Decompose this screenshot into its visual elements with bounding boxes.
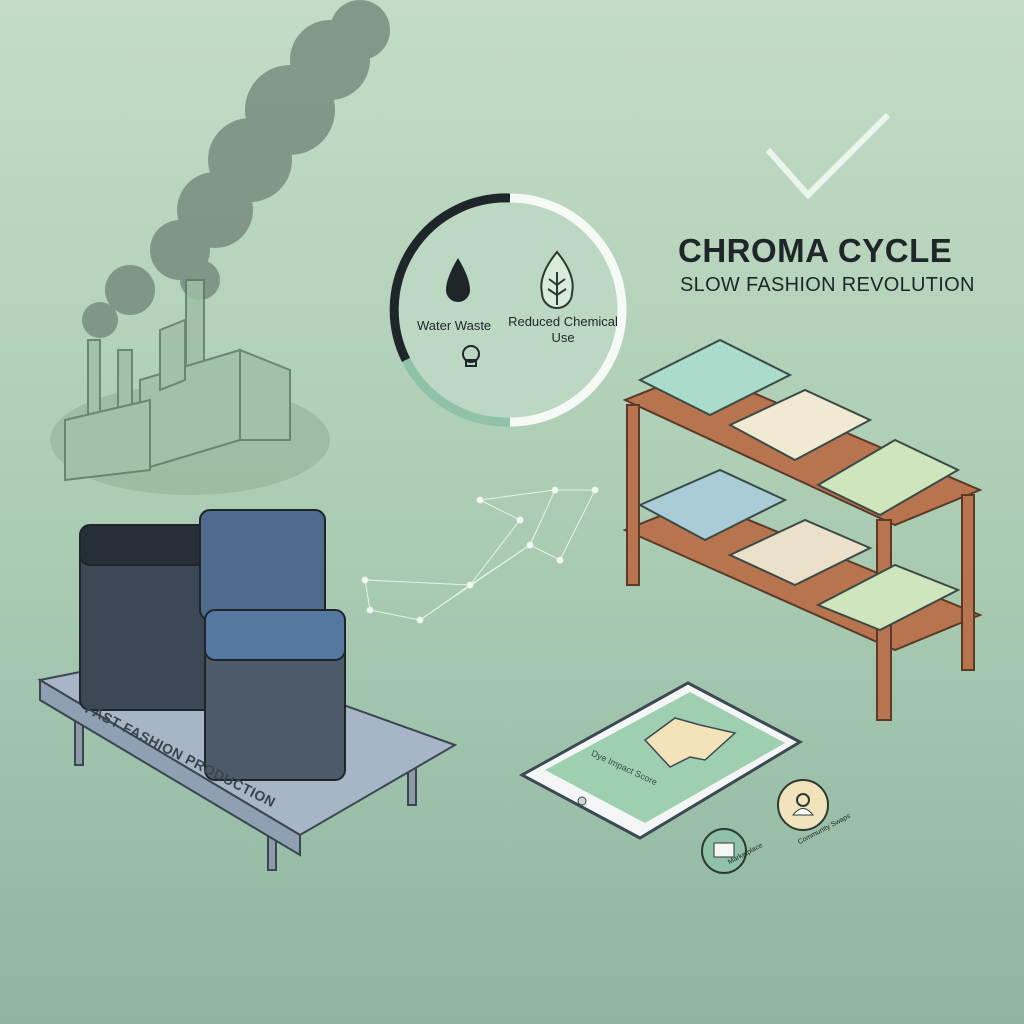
home-button[interactable] xyxy=(577,796,587,806)
shirt-icon xyxy=(643,717,737,768)
leaf-icon xyxy=(540,250,574,309)
folded-shirts-shelf xyxy=(637,338,961,632)
smoke-cloud xyxy=(82,0,390,338)
water-waste-label: Water Waste xyxy=(417,318,492,333)
tablet xyxy=(518,681,804,840)
brand-subtitle: SLOW FASHION REVOLUTION xyxy=(680,274,975,296)
shirt-stacks xyxy=(79,509,346,781)
skull-icon xyxy=(462,345,480,367)
reduced-chemical-label: Reduced Chemical Use xyxy=(508,314,618,345)
water-drop-icon xyxy=(446,258,470,302)
brand-title: CHROMA CYCLE xyxy=(678,232,953,269)
impact-gauge xyxy=(389,193,627,427)
marketplace-icon[interactable] xyxy=(701,828,747,874)
network-arrow xyxy=(361,486,599,624)
person-icon[interactable] xyxy=(777,779,829,831)
factory xyxy=(50,279,330,495)
checkmark-icon xyxy=(765,112,891,200)
